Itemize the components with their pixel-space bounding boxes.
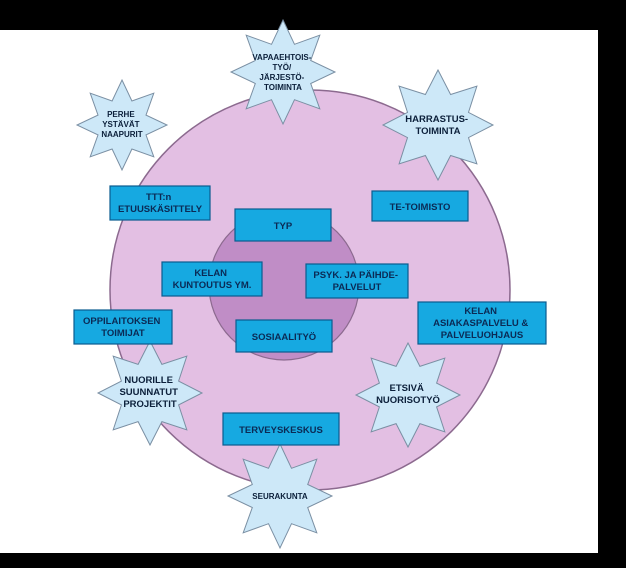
star-label-line: NUORISOTYÖ xyxy=(376,395,440,406)
star-shape xyxy=(381,68,495,182)
box-kelan-kuntoutus: KELAN KUNTOUTUS YM. xyxy=(161,261,263,297)
star-label-line: TYÖ/ xyxy=(273,63,292,72)
star-perhe: PERHE YSTÄVÄT NAAPURIT xyxy=(75,78,169,172)
svg-text:TERVEYSKESKUS: TERVEYSKESKUS xyxy=(239,425,323,436)
box-shape xyxy=(222,412,340,446)
box-label-line: PALVELUOHJAUS xyxy=(441,330,524,341)
star-seurakunta: SEURAKUNTA xyxy=(226,442,334,550)
box-label-line: TE-TOIMISTO xyxy=(390,202,451,213)
box-ttt-etuuskasittely: TTT:n ETUUSKÄSITTELY xyxy=(109,185,211,221)
box-psyk-paihde: PSYK. JA PÄIHDE- PALVELUT xyxy=(305,263,409,299)
svg-text:TE-TOIMISTO: TE-TOIMISTO xyxy=(390,202,451,213)
star-label-line: TOIMINTA xyxy=(264,83,302,92)
svg-text:KELAN ASIAKASPALVELU &: KELAN ASIAKASPALVELU & PALVELUOHJAUS xyxy=(433,306,531,341)
svg-text:ETSIVÄ NUORISOTYÖ: ETSIVÄ NUORISOTYÖ xyxy=(376,383,440,406)
star-etsiva: ETSIVÄ NUORISOTYÖ xyxy=(354,341,462,449)
star-shape xyxy=(96,339,204,447)
star-vapaaehtoistyo: VAPAAEHTOIS- TYÖ/ JÄRJESTÖ- TOIMINTA xyxy=(229,18,337,126)
box-shape xyxy=(161,261,263,297)
box-oppilaitoksen-toimijat: OPPILAITOKSEN TOIMIJAT xyxy=(73,309,173,345)
star-label-line: SUUNNATUT xyxy=(119,387,178,398)
box-shape xyxy=(417,301,547,345)
star-label-line: HARRASTUS- xyxy=(405,114,468,125)
svg-text:PSYK. JA PÄIHDE- PALVE: PSYK. JA PÄIHDE- PALVELUT xyxy=(313,270,400,293)
svg-text:PERHE YSTÄVÄT: PERHE YSTÄVÄT NAAPURIT xyxy=(101,110,142,139)
star-harrastus: HARRASTUS- TOIMINTA xyxy=(381,68,495,182)
box-label-line: TTT:n xyxy=(146,192,172,203)
star-shape xyxy=(229,18,337,126)
star-label-line: JÄRJESTÖ- xyxy=(259,73,304,82)
box-te-toimisto: TE-TOIMISTO xyxy=(371,190,469,222)
box-label-line: TERVEYSKESKUS xyxy=(239,425,323,436)
box-label-line: KUNTOUTUS YM. xyxy=(173,280,252,291)
box-kelan-asiakaspalvelu: KELAN ASIAKASPALVELU & PALVELUOHJAUS xyxy=(417,301,547,345)
box-shape xyxy=(234,208,332,242)
box-label-line: ASIAKASPALVELU & xyxy=(433,318,528,329)
star-label-line: PROJEKTIT xyxy=(123,399,177,410)
svg-text:NUORILLE SUUNNATUT: NUORILLE SUUNNATUT PROJEKTIT xyxy=(119,375,180,410)
star-label-line: SEURAKUNTA xyxy=(252,492,308,501)
star-label-line: TOIMINTA xyxy=(415,126,460,137)
box-label-line: TOIMIJAT xyxy=(101,328,145,339)
box-shape xyxy=(73,309,173,345)
star-label-line: ETSIVÄ xyxy=(390,383,424,394)
svg-text:KELAN KUNTOUTUS YM.: KELAN KUNTOUTUS YM. xyxy=(173,268,252,291)
svg-text:TTT:n ETUUSKÄSITTELY: TTT:n ETUUSKÄSITTELY xyxy=(118,192,203,215)
box-shape xyxy=(235,319,333,353)
box-label-line: TYP xyxy=(274,221,293,232)
svg-text:TYP: TYP xyxy=(274,221,293,232)
box-terveyskeskus: TERVEYSKESKUS xyxy=(222,412,340,446)
svg-text:SOSIAALITYÖ: SOSIAALITYÖ xyxy=(252,332,316,343)
box-label-line: OPPILAITOKSEN xyxy=(83,316,161,327)
box-shape xyxy=(305,263,409,299)
box-typ: TYP xyxy=(234,208,332,242)
box-sosiaalityo: SOSIAALITYÖ xyxy=(235,319,333,353)
star-nuorille: NUORILLE SUUNNATUT PROJEKTIT xyxy=(96,339,204,447)
star-label-line: YSTÄVÄT xyxy=(102,120,139,129)
box-label-line: ETUUSKÄSITTELY xyxy=(118,204,203,215)
box-label-line: KELAN xyxy=(194,268,227,279)
star-shape xyxy=(226,442,334,550)
box-shape xyxy=(371,190,469,222)
box-shape xyxy=(109,185,211,221)
svg-text:OPPILAITOKSEN TOIMIJAT: OPPILAITOKSEN TOIMIJAT xyxy=(83,316,163,339)
box-label-line: KELAN xyxy=(464,306,497,317)
star-shape xyxy=(354,341,462,449)
star-shape xyxy=(75,78,169,172)
box-label-line: PSYK. JA PÄIHDE- xyxy=(313,270,398,281)
star-label-line: PERHE xyxy=(107,110,135,119)
svg-text:HARRASTUS- TOIMINTA: HARRASTUS- TOIMINTA xyxy=(405,114,470,137)
box-label-line: PALVELUT xyxy=(333,282,382,293)
star-label-line: NUORILLE xyxy=(124,375,173,386)
star-label-line: VAPAAEHTOIS- xyxy=(252,53,311,62)
star-label-line: NAAPURIT xyxy=(101,130,142,139)
svg-text:SEURAKUNTA: SEURAKUNTA xyxy=(252,492,308,501)
svg-text:VAPAAEHTOIS- TYÖ/: VAPAAEHTOIS- TYÖ/ JÄRJESTÖ- TOIMINTA xyxy=(252,53,313,92)
box-label-line: SOSIAALITYÖ xyxy=(252,332,316,343)
